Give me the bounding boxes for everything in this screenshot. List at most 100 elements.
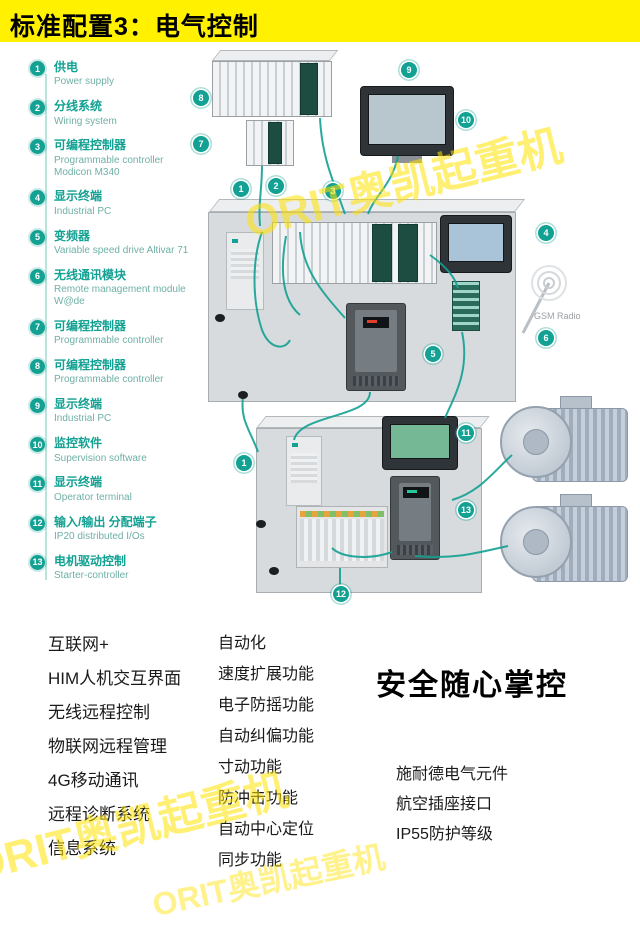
legend-label-en: Supervision software [54, 452, 147, 464]
middle-plc-dark-module-1 [372, 224, 392, 282]
diagram-badge: 10 [458, 112, 474, 128]
legend-item: 12 输入/输出 分配端子 IP20 distributed I/Os [30, 515, 198, 543]
power-led [292, 443, 298, 447]
gsm-radio-label: GSM Radio [534, 311, 581, 321]
feature-item: IP55防护等级 [396, 826, 493, 843]
page-title: 标准配置3：电气控制 [10, 13, 259, 41]
drive-display-text [367, 320, 377, 323]
legend-label-zh: 变频器 [54, 228, 91, 243]
operator-terminal-screen [390, 424, 450, 459]
feature-item: HIM人机交互界面 [48, 669, 182, 688]
legend-label-en: Programmable controller Modicon M340 [54, 154, 164, 178]
feature-item: 信息系统 [48, 839, 116, 858]
feature-item: 无线远程控制 [48, 703, 150, 722]
diagram-badge: 2 [268, 178, 284, 194]
motor2-end-cap [500, 506, 572, 578]
legend-label-en: Programmable controller [54, 374, 164, 386]
drive-heatsink [397, 545, 433, 555]
legend-number-badge: 4 [30, 190, 45, 206]
legend-label-en: Wiring system [54, 115, 117, 127]
feature-item: 自动化 [218, 635, 267, 652]
legend-label-en: Power supply [54, 76, 115, 88]
feature-item: 速度扩展功能 [218, 666, 315, 683]
legend-label-zh: 可编程控制器 [54, 138, 127, 153]
legend-number-badge: 3 [30, 139, 45, 155]
feature-item: 自动中心定位 [218, 821, 315, 838]
feature-item: 4G移动通讯 [48, 771, 139, 790]
feature-item: 同步功能 [218, 852, 283, 869]
legend-label-zh: 无线通讯模块 [54, 267, 127, 282]
legend-label-en: IP20 distributed I/Os [54, 531, 145, 543]
top-rack-top-face [211, 50, 339, 61]
legend-number-badge: 13 [30, 554, 45, 570]
legend-label-zh: 可编程控制器 [54, 318, 127, 333]
power-led [232, 239, 238, 243]
legend-number-badge: 1 [30, 61, 45, 76]
feature-item: 航空插座接口 [396, 796, 493, 813]
feature-list-middle: 自动化 速度扩展功能 电子防摇功能 自动纠偏功能 寸动功能 防冲击功能 自动中心… [218, 628, 314, 876]
feature-list-right: 施耐德电气元件 航空插座接口 IP55防护等级 [396, 760, 508, 850]
diagram-badge: 12 [333, 586, 349, 602]
motor2-hub [523, 529, 549, 555]
starter-controller-drive [390, 476, 440, 560]
diagram-badge: 8 [193, 90, 209, 106]
power-slots [231, 249, 259, 279]
headline: 安全随心掌控 [376, 669, 568, 702]
drive-display-text [407, 490, 417, 493]
legend-number-badge: 10 [30, 437, 45, 453]
legend-number-badge: 6 [30, 268, 45, 284]
feature-item: 寸动功能 [218, 759, 283, 776]
feature-item: 远程诊断系统 [48, 805, 150, 824]
diagram-badge: 5 [425, 346, 441, 362]
top-industrial-pc-stand [392, 156, 422, 163]
bottom-power-supply [286, 436, 322, 506]
top-extension-dark-module [268, 122, 282, 164]
diagram-badge: 3 [325, 183, 341, 199]
diagram-badge: 1 [236, 455, 252, 471]
legend-label-en: Industrial PC [54, 413, 112, 425]
diagram-badge: 6 [538, 330, 554, 346]
wireless-module [452, 281, 480, 331]
title-banner: 标准配置3：电气控制 [0, 0, 640, 42]
feature-item: 互联网+ [48, 635, 109, 654]
legend-label-en: Variable speed drive Altivar 71 [54, 244, 189, 256]
middle-plc-dark-module-2 [398, 224, 418, 282]
legend-label-zh: 显示终端 [54, 475, 103, 490]
diagram-badge: 9 [401, 62, 417, 78]
legend-number-badge: 11 [30, 476, 45, 492]
feature-item: 施耐德电气元件 [396, 766, 509, 783]
legend-number-badge: 8 [30, 358, 45, 374]
motor1-hub [523, 429, 549, 455]
io-terminal-strip [296, 506, 388, 568]
middle-display-screen [448, 223, 504, 262]
legend-label-en: Industrial PC [54, 205, 112, 217]
diagram-badge: 11 [458, 425, 474, 441]
legend-label-en: Remote management module W@de [54, 284, 186, 307]
legend-label-en: Programmable controller [54, 335, 164, 347]
legend-label-en: Operator terminal [54, 491, 132, 503]
legend-number-badge: 12 [30, 515, 45, 531]
feature-item: 防冲击功能 [218, 790, 299, 807]
power-slots [291, 453, 317, 483]
legend-label-zh: 监控软件 [54, 436, 103, 451]
legend-item: 8 可编程控制器 Programmable controller [30, 358, 198, 386]
feature-item: 电子防摇功能 [218, 697, 315, 714]
legend-label-zh: 输入/输出 分配端子 [54, 514, 157, 529]
feature-item: 物联网远程管理 [48, 737, 167, 756]
motor1-end-cap [500, 406, 572, 478]
top-plc-dark-module [300, 63, 318, 115]
legend-label-zh: 可编程控制器 [54, 357, 127, 372]
legend-label-en: Starter-controller [54, 570, 129, 582]
legend-number-badge: 2 [30, 100, 45, 116]
legend-item: 6 无线通讯模块 Remote management module W@de [30, 268, 198, 308]
legend-number-badge: 5 [30, 229, 45, 245]
